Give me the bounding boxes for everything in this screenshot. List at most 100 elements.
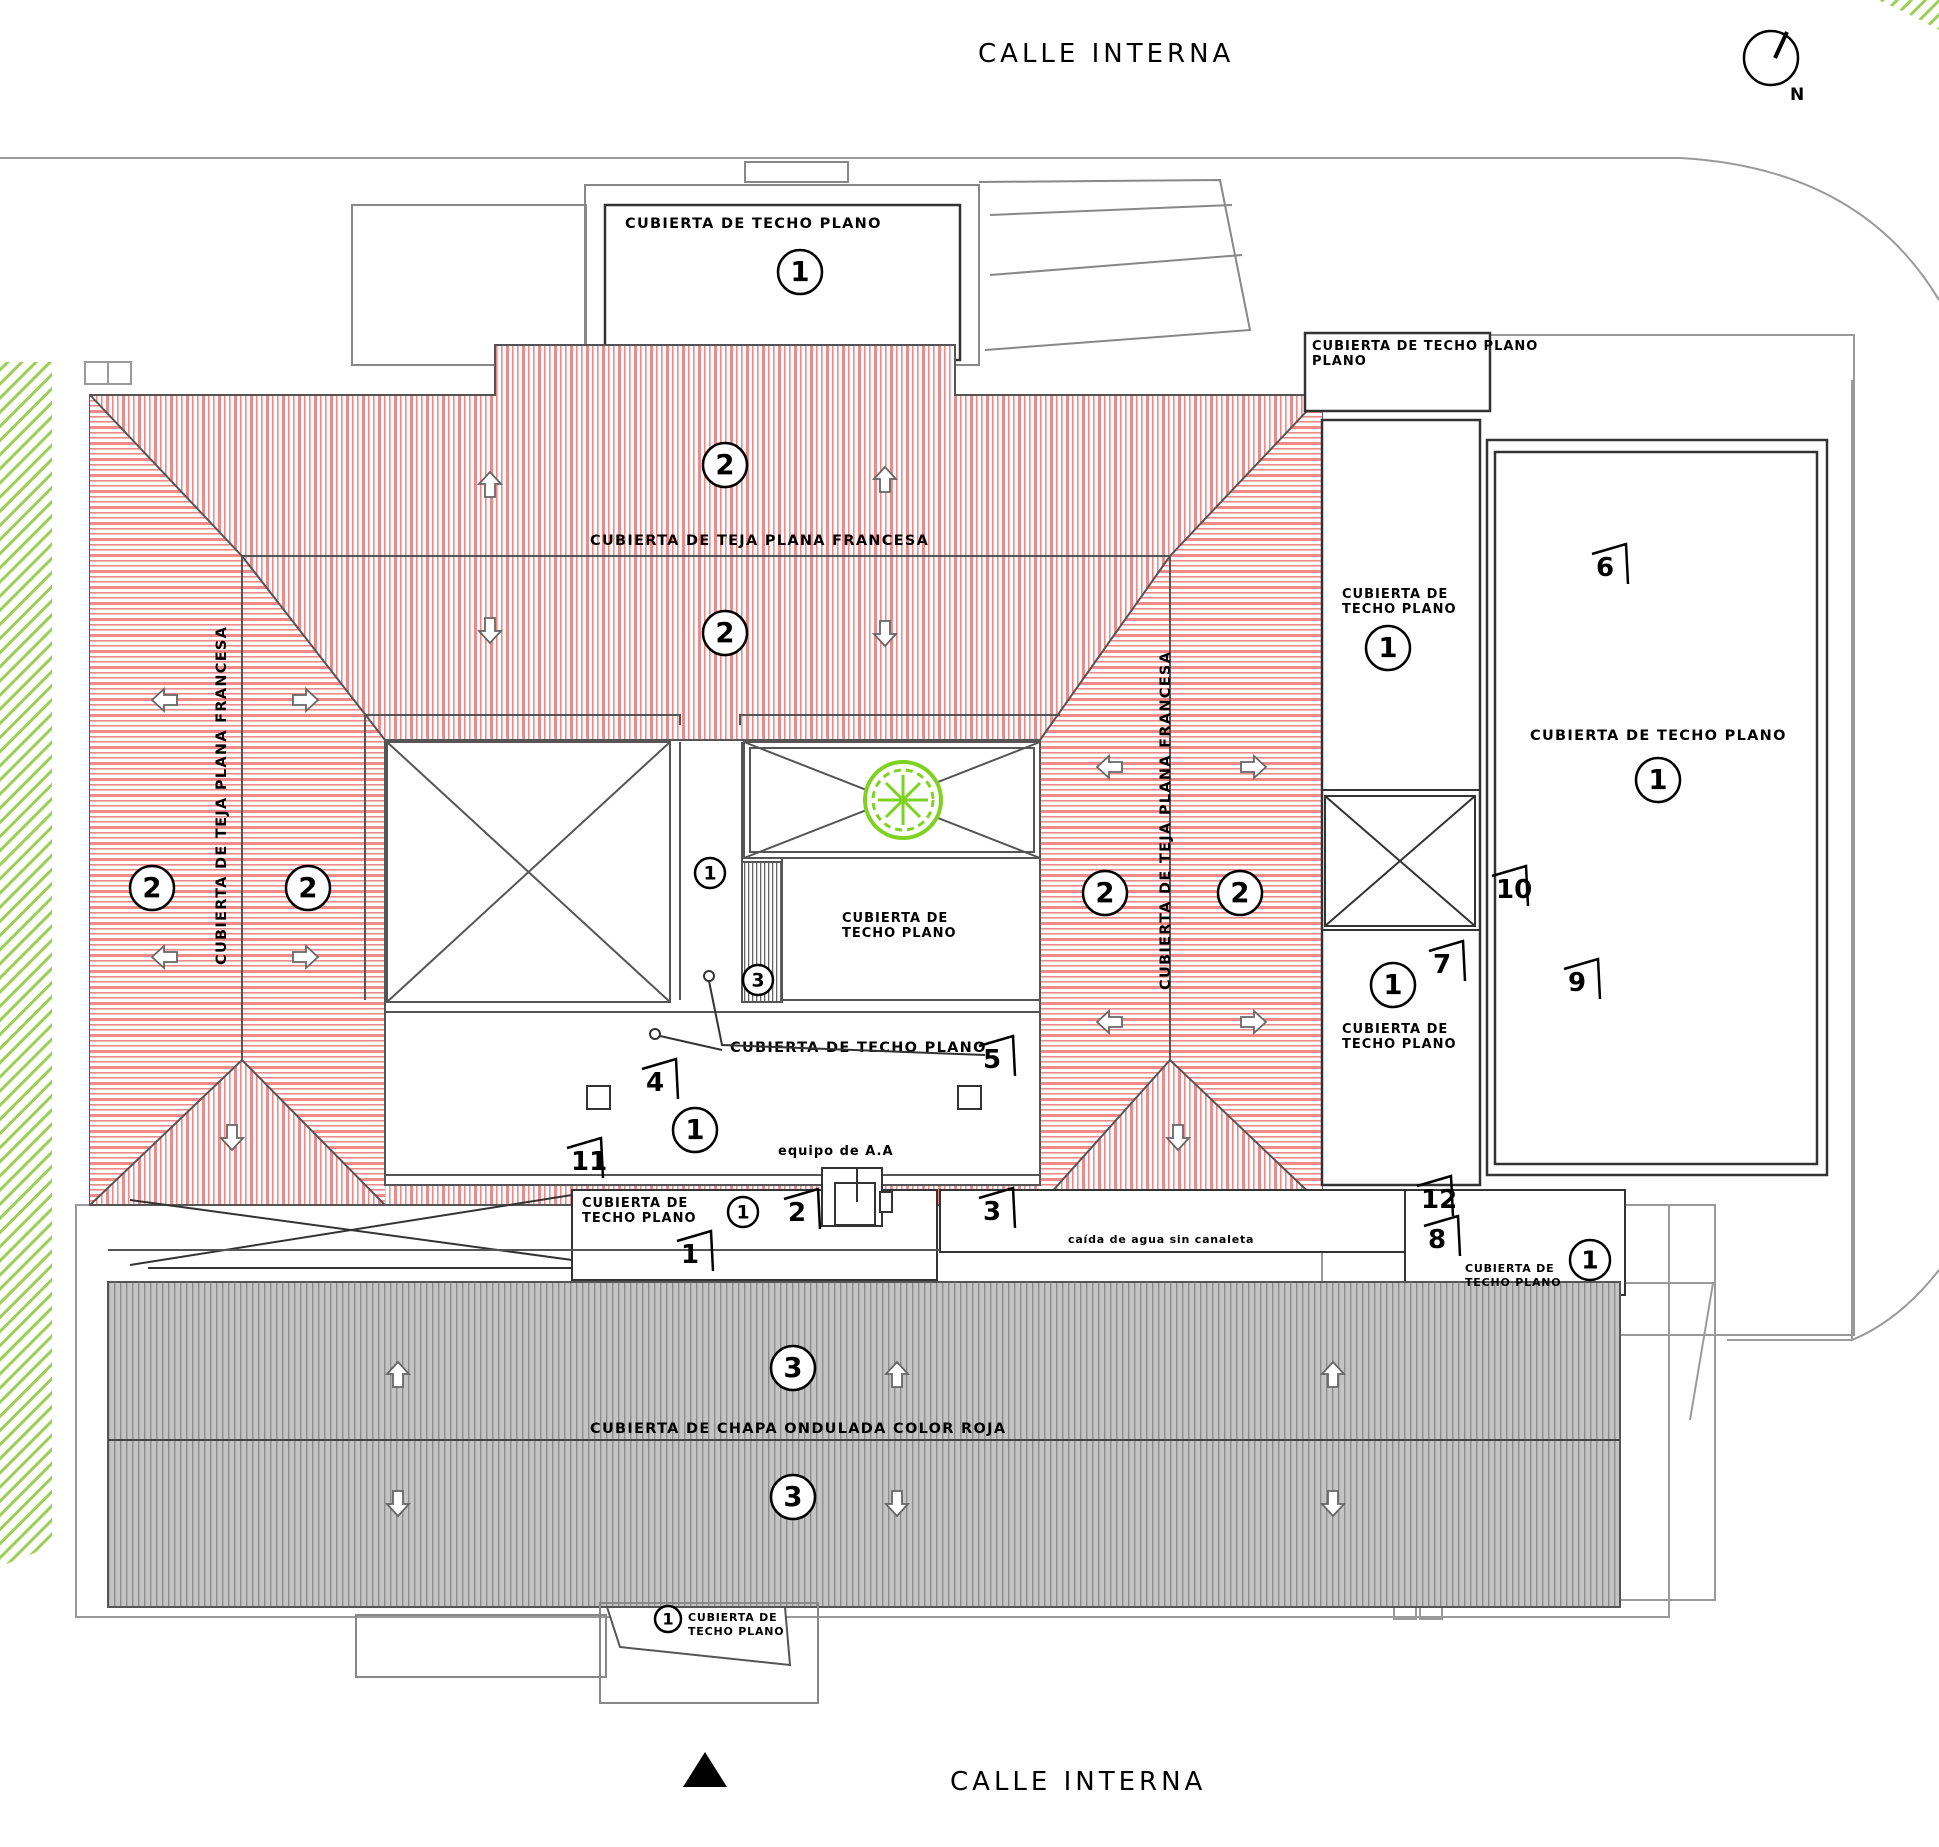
- roof-type-flat-marker: 1: [693, 856, 727, 890]
- svg-text:1: 1: [790, 256, 809, 288]
- label-tile-roof-right: CUBIERTA DE TEJA PLANA FRANCESA: [1158, 651, 1174, 990]
- arrow-right-icon: [1240, 753, 1268, 781]
- svg-text:3: 3: [783, 1481, 802, 1513]
- svg-text:2: 2: [1095, 877, 1114, 909]
- roof-type-tile-marker: 2: [284, 864, 332, 912]
- arrow-right-icon: [292, 686, 320, 714]
- roof-type-flat-marker: 1: [776, 248, 824, 296]
- roof-type-flat-marker: 1: [726, 1195, 760, 1229]
- arrow-up-icon: [1319, 1360, 1347, 1388]
- roof-type-flat-marker: 1: [1369, 961, 1417, 1009]
- svg-text:5: 5: [983, 1045, 1001, 1075]
- svg-text:1: 1: [662, 1609, 673, 1628]
- entrance-triangle-icon: [683, 1752, 727, 1787]
- detail-marker-10: 10: [1491, 864, 1532, 907]
- svg-text:2: 2: [788, 1198, 806, 1228]
- label-sheet-roof: CUBIERTA DE CHAPA ONDULADA COLOR ROJA: [590, 1421, 1006, 1437]
- roof-type-sheet-marker: 3: [769, 1344, 817, 1392]
- arrow-down-icon: [218, 1124, 246, 1152]
- roof-type-flat-marker: 1: [671, 1106, 719, 1154]
- label-flat-roof-right: CUBIERTA DE TECHO PLANO: [1530, 728, 1787, 744]
- roof-type-sheet-marker: 3: [741, 963, 775, 997]
- svg-text:1: 1: [1383, 969, 1402, 1001]
- detail-marker-12: 12: [1416, 1174, 1457, 1217]
- svg-text:1: 1: [703, 863, 716, 884]
- detail-marker-4: 4: [641, 1057, 680, 1100]
- svg-text:2: 2: [1230, 877, 1249, 909]
- right-wing-flat-roofs: [1303, 331, 1829, 1187]
- roof-type-flat-marker: 1: [653, 1604, 683, 1634]
- svg-text:2: 2: [715, 617, 734, 649]
- roof-type-tile-marker: 2: [1216, 869, 1264, 917]
- label-right-wing-b-line1: CUBIERTA DE: [1342, 1022, 1448, 1037]
- street-top-label: CALLE INTERNA: [978, 39, 1234, 69]
- roof-type-tile-marker: 2: [701, 609, 749, 657]
- detail-marker-9: 9: [1563, 957, 1602, 1000]
- svg-text:1: 1: [1581, 1245, 1598, 1274]
- label-top-right-line1: CUBIERTA DE TECHO PLANO: [1312, 339, 1538, 354]
- arrow-left-icon: [1095, 753, 1123, 781]
- svg-text:1: 1: [1648, 764, 1667, 796]
- detail-marker-1: 1: [676, 1229, 715, 1272]
- arrow-down-icon: [1319, 1490, 1347, 1518]
- svg-text:1: 1: [681, 1240, 699, 1270]
- flat-roof-center: [781, 857, 1041, 1001]
- street-bottom-label: CALLE INTERNA: [950, 1767, 1206, 1797]
- label-bottom-line1: CUBIERTA DE: [688, 1611, 777, 1624]
- detail-marker-7: 7: [1428, 939, 1467, 982]
- arrow-down-icon: [1164, 1124, 1192, 1152]
- svg-text:2: 2: [715, 449, 734, 481]
- roof-type-tile-marker: 2: [128, 864, 176, 912]
- detail-marker-5: 5: [978, 1034, 1017, 1077]
- arrow-left-icon: [150, 943, 178, 971]
- label-tile-roof-top: CUBIERTA DE TEJA PLANA FRANCESA: [590, 533, 929, 549]
- detail-marker-11: 11: [566, 1136, 607, 1179]
- label-bottom-line2: TECHO PLANO: [688, 1625, 784, 1638]
- svg-text:6: 6: [1596, 553, 1614, 583]
- entrance-canopy: [351, 161, 1252, 366]
- label-flat-roof-entrance: CUBIERTA DE TECHO PLANO: [625, 216, 882, 232]
- label-lower-right-line1: CUBIERTA DE: [1465, 1262, 1554, 1275]
- arrow-right-icon: [292, 943, 320, 971]
- svg-text:1: 1: [1378, 632, 1397, 664]
- roof-type-tile-marker: 2: [1081, 869, 1129, 917]
- svg-text:1: 1: [736, 1202, 749, 1223]
- label-lower-left-line2: TECHO PLANO: [582, 1211, 697, 1226]
- svg-text:3: 3: [783, 1352, 802, 1384]
- svg-text:8: 8: [1428, 1225, 1446, 1255]
- label-right-wing-a-line2: TECHO PLANO: [1342, 602, 1457, 617]
- svg-text:4: 4: [646, 1068, 664, 1098]
- label-right-wing-b-line2: TECHO PLANO: [1342, 1037, 1457, 1052]
- arrow-left-icon: [150, 686, 178, 714]
- north-label: N: [1790, 85, 1804, 105]
- svg-text:3: 3: [751, 970, 764, 991]
- north-arrow: N: [1742, 29, 1804, 105]
- label-center-line1: CUBIERTA DE: [842, 911, 948, 926]
- label-top-right-line2: PLANO: [1312, 354, 1367, 369]
- right-wing-dividers: [1322, 420, 1481, 1185]
- arrow-down-icon: [384, 1490, 412, 1518]
- ac-unit: [821, 1167, 893, 1227]
- svg-text:1: 1: [685, 1114, 704, 1146]
- label-center-line2: TECHO PLANO: [842, 926, 957, 941]
- label-right-wing-a-line1: CUBIERTA DE: [1342, 587, 1448, 602]
- svg-text:10: 10: [1496, 875, 1532, 905]
- detail-marker-8: 8: [1423, 1214, 1462, 1257]
- roof-type-flat-marker: 1: [1364, 624, 1412, 672]
- sheet-roof: [107, 1249, 1621, 1608]
- svg-text:2: 2: [298, 872, 317, 904]
- svg-text:12: 12: [1421, 1185, 1457, 1215]
- roof-type-flat-marker: 1: [1568, 1238, 1612, 1282]
- vegetation: [0, 0, 1939, 1566]
- arrow-down-icon: [476, 617, 504, 645]
- flat-roof-bottom: [355, 1602, 819, 1704]
- arrow-down-icon: [883, 1490, 911, 1518]
- label-ac-equipment: equipo de A.A: [778, 1144, 894, 1159]
- svg-text:2: 2: [142, 872, 161, 904]
- detail-marker-6: 6: [1591, 542, 1630, 585]
- svg-text:7: 7: [1433, 950, 1451, 980]
- arrow-up-icon: [883, 1360, 911, 1388]
- label-lower-right-line2: TECHO PLANO: [1465, 1276, 1561, 1289]
